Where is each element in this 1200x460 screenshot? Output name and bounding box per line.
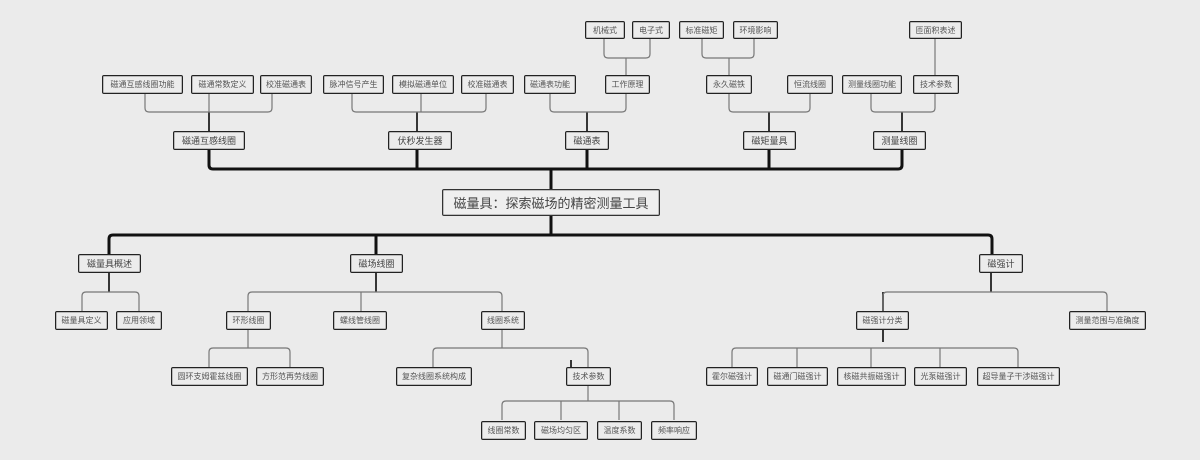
node-label: 螺线管线圈	[340, 316, 380, 325]
node-label: 匝面积表述	[915, 25, 956, 35]
node-label: 工作原理	[611, 80, 644, 89]
node-label: 磁通常数定义	[198, 80, 247, 89]
node-label: 校准磁通表	[266, 80, 306, 89]
node-magnetometer[interactable]: 磁强计	[979, 254, 1023, 273]
node-label: 磁通表功能	[530, 80, 570, 89]
node-label: 磁量具概述	[86, 260, 132, 270]
root-label: 磁量具：探索磁场的精密测量工具	[453, 197, 649, 212]
node-label: 磁通互感线圈	[181, 137, 236, 147]
node-label: 超导量子干涉磁强计	[982, 372, 1055, 381]
node-label: 技术参数	[572, 372, 605, 381]
node-label: 核磁共振磁强计	[843, 372, 900, 381]
node-label: 测量线圈功能	[848, 80, 896, 89]
node-label: 磁量具定义	[61, 316, 102, 325]
node-label: 频率响应	[658, 426, 690, 435]
node-label: 标准磁矩	[685, 25, 718, 35]
node-label: 复杂线圈系统构成	[402, 372, 466, 381]
node-mechanical[interactable]: 机械式	[585, 21, 625, 39]
node-temperature-coefficient[interactable]: 温度系数	[597, 421, 642, 440]
node-label: 磁场均匀区	[541, 426, 581, 435]
node-label: 应用领域	[123, 316, 155, 325]
node-label: 磁通互感线圈功能	[110, 80, 175, 89]
node-label: 技术参数	[920, 80, 952, 89]
node-overview[interactable]: 磁量具概述	[78, 254, 141, 273]
node-simulate-flux-unit[interactable]: 模拟磁通单位	[392, 75, 454, 94]
node-label: 磁通门磁强计	[773, 372, 822, 381]
node-frequency-response[interactable]: 频率响应	[651, 421, 697, 440]
node-mutual-coil-function[interactable]: 磁通互感线圈功能	[102, 75, 183, 94]
node-label: 机械式	[593, 25, 617, 35]
node-label: 伏秒发生器	[397, 137, 443, 147]
node-label: 恒流线圈	[794, 80, 826, 89]
node-hall-magnetometer[interactable]: 霍尔磁强计	[706, 367, 758, 386]
root-node[interactable]: 磁量具：探索磁场的精密测量工具	[442, 189, 660, 216]
node-label: 线圈常数	[487, 426, 520, 435]
node-ring-coil[interactable]: 环形线圈	[226, 311, 271, 330]
node-square-coil[interactable]: 方形范再劳线圈	[256, 367, 324, 386]
node-label: 磁矩量具	[751, 137, 788, 147]
node-label: 模拟磁通单位	[399, 80, 447, 89]
node-label: 校准磁通表	[467, 80, 508, 89]
node-tech-params-bottom[interactable]: 技术参数	[566, 367, 611, 386]
node-label: 脉冲信号产生	[329, 80, 378, 89]
node-fluxmeter-function[interactable]: 磁通表功能	[524, 75, 576, 94]
node-label: 环形线圈	[232, 316, 265, 325]
node-label: 电子式	[639, 25, 663, 35]
node-complex-coil-system[interactable]: 复杂线圈系统构成	[396, 367, 472, 386]
node-definition[interactable]: 磁量具定义	[55, 311, 108, 330]
node-fluxgate-magnetometer[interactable]: 磁通门磁强计	[767, 367, 828, 386]
node-coil-system[interactable]: 线圈系统	[481, 311, 525, 330]
node-measuring-coil-function[interactable]: 测量线圈功能	[842, 75, 902, 94]
node-label: 环境影响	[739, 25, 772, 35]
node-label: 线圈系统	[487, 316, 519, 325]
node-uniform-field-region[interactable]: 磁场均匀区	[534, 421, 588, 440]
node-label: 磁强计	[987, 260, 1015, 270]
node-label: 方形范再劳线圈	[262, 372, 318, 381]
node-solenoid-coil[interactable]: 螺线管线圈	[333, 311, 387, 330]
node-label: 测量范围与准确度	[1075, 316, 1140, 325]
node-electronic[interactable]: 电子式	[632, 21, 670, 39]
node-nmr-magnetometer[interactable]: 核磁共振磁强计	[837, 367, 906, 386]
node-measuring-coil[interactable]: 测量线圈	[873, 131, 926, 150]
node-range-accuracy[interactable]: 测量范围与准确度	[1069, 311, 1146, 330]
node-label: 测量线圈	[881, 137, 918, 147]
node-label: 磁通表	[573, 137, 601, 147]
node-pulse-signal[interactable]: 脉冲信号产生	[323, 75, 384, 94]
node-constant-current-coil[interactable]: 恒流线圈	[787, 75, 833, 94]
node-calibrate-fluxmeter-2[interactable]: 校准磁通表	[461, 75, 514, 94]
node-application-fields[interactable]: 应用领域	[116, 311, 162, 330]
node-turn-area[interactable]: 匝面积表述	[909, 21, 962, 39]
node-environment-effect[interactable]: 环境影响	[733, 21, 778, 39]
node-standard-moment[interactable]: 标准磁矩	[679, 21, 724, 39]
node-flux-constant-definition[interactable]: 磁通常数定义	[191, 75, 254, 94]
node-label: 霍尔磁强计	[712, 372, 752, 381]
node-fluxmeter[interactable]: 磁通表	[565, 131, 609, 150]
node-label: 磁强计分类	[862, 316, 903, 325]
node-label: 磁场线圈	[358, 260, 395, 270]
node-calibrate-fluxmeter-1[interactable]: 校准磁通表	[260, 75, 312, 94]
node-helmholtz-coil[interactable]: 圆环支姆霍兹线圈	[171, 367, 248, 386]
node-label: 圆环支姆霍兹线圈	[177, 372, 242, 381]
node-tech-params-top[interactable]: 技术参数	[913, 75, 959, 94]
node-volt-second-generator[interactable]: 伏秒发生器	[388, 131, 452, 150]
node-label: 永久磁铁	[713, 80, 745, 89]
node-permanent-magnet[interactable]: 永久磁铁	[706, 75, 752, 94]
node-optical-pump-magnetometer[interactable]: 光泵磁强计	[914, 367, 967, 386]
node-field-coil[interactable]: 磁场线圈	[350, 254, 403, 273]
node-squid-magnetometer[interactable]: 超导量子干涉磁强计	[977, 367, 1060, 386]
node-label: 光泵磁强计	[920, 372, 961, 381]
node-magnetometer-types[interactable]: 磁强计分类	[856, 311, 909, 330]
node-magnetic-moment-gauge[interactable]: 磁矩量具	[743, 131, 796, 150]
node-working-principle[interactable]: 工作原理	[605, 75, 650, 94]
node-label: 温度系数	[603, 426, 636, 435]
node-mutual-coil[interactable]: 磁通互感线圈	[173, 131, 245, 150]
node-coil-constant[interactable]: 线圈常数	[481, 421, 526, 440]
